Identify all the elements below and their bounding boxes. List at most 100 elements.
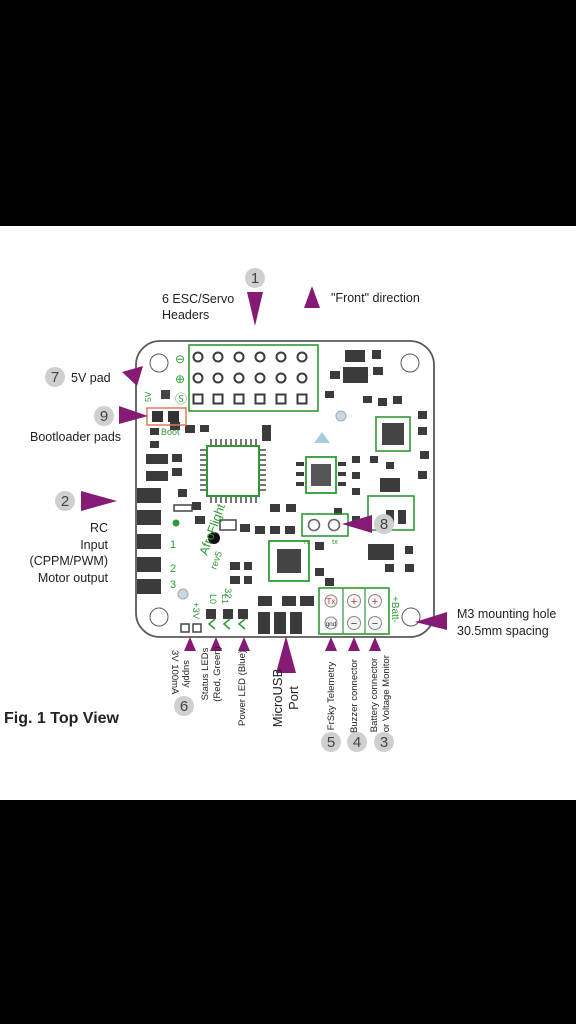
boot-pad-outline: [146, 407, 187, 426]
svg-text:−: −: [351, 618, 357, 630]
mounting-hole-top-right: [400, 353, 420, 373]
callout-6-line1: 3V 100mA: [169, 650, 180, 695]
callout-1-line2: Headers: [162, 308, 209, 322]
m3-line1: M3 mounting hole: [457, 607, 556, 621]
silk-tx: tx: [332, 537, 338, 546]
callout-2-arrow: [81, 491, 117, 511]
status-leds-arrow: [210, 637, 222, 651]
plus-symbol: ⊕: [175, 372, 185, 386]
pcb-outline: [135, 340, 435, 638]
esc-header-pins: [192, 351, 308, 405]
silk-plus3v: +3V: [190, 602, 201, 620]
main-mcu: [206, 445, 260, 497]
callout-9-number: 9: [100, 408, 108, 425]
figure-caption: Fig. 1 Top View: [4, 710, 120, 727]
gnd-pad-label: gnd: [326, 621, 337, 628]
fiducial-left: [177, 588, 189, 600]
silk-rx: rx: [304, 537, 310, 546]
crystal: [219, 519, 237, 531]
front-label: "Front" direction: [331, 291, 420, 305]
bottom-connector-block: [318, 587, 390, 635]
signal-symbol: Ⓢ: [175, 392, 187, 406]
callout-6-line2: supply: [181, 660, 192, 688]
mcu-pins: [200, 439, 266, 503]
callout-4-arrow: [348, 637, 360, 651]
silk-32: 32: [222, 588, 233, 599]
callout-1-badge: [245, 268, 265, 288]
sensor-ic: [305, 456, 337, 494]
power-led-arrow: [238, 637, 250, 651]
usb-controller-outline: [268, 540, 310, 582]
callout-2-number: 2: [61, 493, 69, 510]
led-arrows: [207, 618, 246, 630]
callout-3-arrow: [369, 637, 381, 651]
callout-7-label: 5V pad: [71, 371, 111, 385]
callout-9-arrow: [119, 406, 148, 424]
sensor-ic-pads: [296, 462, 346, 486]
callout-3-line1: Battery connector: [369, 658, 380, 732]
m3-line2: 30.5mm spacing: [457, 624, 549, 638]
svg-text:−: −: [372, 618, 378, 630]
status-leds-line2: (Red, Green): [212, 646, 223, 701]
five-v-pad: [161, 390, 170, 399]
callout-4-number: 4: [353, 734, 361, 751]
crystal-dot: [208, 532, 220, 544]
tx-pad-label: Tx: [327, 597, 336, 606]
callout-7-number: 7: [51, 369, 59, 386]
callout-8-arrow: [342, 515, 372, 533]
callout-6-number: 6: [180, 698, 188, 715]
callout-5-label: FrSky Telemetry: [326, 662, 337, 731]
minus-symbol: ⊖: [175, 352, 185, 366]
status-leds-line1: Status LEDs: [200, 647, 211, 700]
board-diagram-svg: ⊖ ⊕ Ⓢ: [4, 268, 556, 752]
callout-6-arrow: [184, 637, 196, 651]
rc-label-3: 3: [170, 579, 176, 591]
usb-arrow: [276, 636, 296, 673]
power-led-label: Power LED (Blue): [237, 650, 248, 726]
rc-label-2: 2: [170, 563, 176, 575]
callout-1-arrow: [247, 292, 263, 326]
right-ic-top: [375, 416, 411, 452]
callout-3-number: 3: [380, 734, 388, 751]
silk-batt: +Batt-: [389, 596, 400, 623]
callout-2-line2: Input: [80, 538, 108, 552]
diagram-figure: ⊖ ⊕ Ⓢ: [0, 226, 576, 800]
led-dot: [172, 519, 180, 527]
callout-2-line1: RC: [90, 521, 108, 535]
sensor-ic-die: [311, 464, 331, 486]
silk-l0: L0: [208, 594, 218, 604]
callout-4-label: Buzzer connector: [349, 659, 360, 733]
silk-5v: 5V: [143, 391, 153, 402]
callout-1-line1: 6 ESC/Servo: [162, 292, 234, 306]
callout-5-badge: [321, 732, 341, 752]
svg-text:+: +: [351, 596, 357, 608]
callout-5-number: 5: [327, 734, 335, 751]
callout-6-badge: [174, 696, 194, 716]
front-arrow: [304, 286, 320, 308]
usb-controller-ic: [277, 549, 301, 573]
small-components: [146, 350, 429, 634]
svg-text:+: +: [372, 596, 378, 608]
callout-2-line4: Motor output: [38, 571, 109, 585]
callout-3-badge: [374, 732, 394, 752]
rc-input-pads: [137, 488, 161, 594]
usb-line2: Port: [286, 686, 301, 710]
callout-4-badge: [347, 732, 367, 752]
silk-boot: Boot: [161, 427, 180, 437]
silk-l1: L1: [220, 594, 230, 604]
rc-label-1: 1: [170, 539, 176, 551]
callout-1-number: 1: [251, 270, 259, 287]
callout-9-badge: [94, 406, 114, 426]
callout-9-label: Bootloader pads: [30, 430, 121, 444]
callout-5-arrow: [325, 637, 337, 651]
front-direction-marker: [314, 432, 330, 443]
callout-7-arrow: [122, 366, 143, 386]
callout-2-line3: (CPPM/PWM): [30, 554, 108, 568]
mounting-hole-bottom-right: [401, 607, 421, 627]
mounting-hole-top-left: [149, 353, 169, 373]
m3-arrow: [415, 612, 447, 630]
usb-line1: MicroUSB: [270, 669, 285, 728]
mounting-hole-bottom-left: [149, 607, 169, 627]
fiducial: [335, 410, 347, 422]
callout-8-number: 8: [380, 516, 388, 533]
